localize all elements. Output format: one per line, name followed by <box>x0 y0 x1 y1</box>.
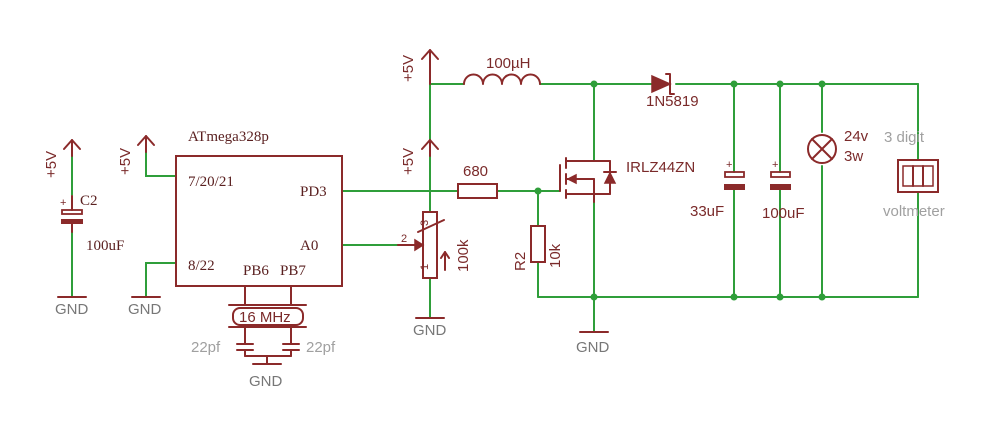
svg-text:+: + <box>772 159 778 171</box>
junction-dot <box>590 80 598 88</box>
svg-text:+5V: +5V <box>400 55 417 82</box>
voltmeter-3-digit: 3 digit voltmeter <box>883 129 945 220</box>
c2-value: 100uF <box>86 238 124 254</box>
svg-text:1: 1 <box>419 264 431 270</box>
voltmeter-label: voltmeter <box>883 203 945 220</box>
mcu-pin-pb7: PB7 <box>280 263 306 279</box>
crystal-cap-right: 22pf <box>306 339 336 356</box>
svg-text:GND: GND <box>128 301 162 318</box>
mosfet-irlz44zn: IRLZ44ZN <box>559 157 695 203</box>
svg-text:+5V: +5V <box>400 148 417 175</box>
mcu-pin-a0: A0 <box>300 238 318 254</box>
lamp-24v-3w: 24v 3w <box>807 128 869 165</box>
supply-symbol-c2: +5V <box>43 139 81 178</box>
svg-text:+: + <box>726 159 732 171</box>
junctions <box>534 80 826 301</box>
mosfet-name: IRLZ44ZN <box>626 159 695 176</box>
svg-text:3: 3 <box>419 220 431 226</box>
svg-text:GND: GND <box>249 373 283 390</box>
capacitor-33uf: + 33uF <box>690 159 745 220</box>
svg-text:R2: R2 <box>512 252 529 271</box>
capacitor-c2: + C2 100uF <box>60 193 124 254</box>
svg-text:10k: 10k <box>547 243 564 268</box>
wires <box>71 59 919 333</box>
supply-symbol-mcu: +5V <box>117 135 155 175</box>
svg-text:680: 680 <box>463 163 488 180</box>
junction-dot <box>590 293 598 301</box>
svg-text:100uF: 100uF <box>762 205 805 222</box>
resistor-r2: R2 10k <box>512 225 564 271</box>
svg-text:GND: GND <box>413 322 447 339</box>
junction-dot <box>776 80 784 88</box>
svg-text:24v: 24v <box>844 128 869 145</box>
mcu-pin-vcc: 7/20/21 <box>188 174 234 190</box>
svg-text:100µH: 100µH <box>486 55 531 72</box>
junction-dot <box>730 80 738 88</box>
resistor-680: 680 <box>457 163 498 199</box>
junction-dot <box>776 293 784 301</box>
supply-symbol-pot: +5V <box>400 139 439 175</box>
mcu-pin-gnd: 8/22 <box>188 258 215 274</box>
svg-text:100k: 100k <box>455 239 472 272</box>
crystal-frequency: 16 MHz <box>239 309 291 326</box>
ground-symbol-mcu: GND <box>128 296 162 318</box>
svg-text:3w: 3w <box>844 148 863 165</box>
voltmeter-title: 3 digit <box>884 129 925 146</box>
ground-symbol-mosfet: GND <box>576 331 610 356</box>
svg-text:1N5819: 1N5819 <box>646 93 699 110</box>
svg-text:2: 2 <box>401 233 407 245</box>
supply-symbol-inductor: +5V <box>400 49 439 85</box>
svg-text:GND: GND <box>55 301 89 318</box>
svg-text:+5V: +5V <box>117 148 134 175</box>
diode-1n5819: 1N5819 <box>646 73 699 110</box>
potentiometer-100k: 2 3 1 100k <box>397 211 472 279</box>
crystal-oscillator: 16 MHz 22pf 22pf <box>191 285 336 365</box>
junction-dot <box>818 293 826 301</box>
ground-symbol-pot: GND <box>413 317 447 339</box>
svg-text:GND: GND <box>576 339 610 356</box>
junction-dot <box>818 80 826 88</box>
c2-name: C2 <box>80 193 98 209</box>
junction-dot <box>534 187 542 195</box>
mcu-atmega328p: ATmega328p 7/20/21 8/22 PD3 A0 PB6 PB7 <box>175 129 343 287</box>
mcu-name: ATmega328p <box>188 129 269 145</box>
inductor-100uh: 100µH <box>463 55 541 85</box>
ground-symbol-c2: GND <box>55 296 89 318</box>
mcu-pin-pd3: PD3 <box>300 184 327 200</box>
ground-symbol-crystal: GND <box>249 363 283 390</box>
capacitor-100uf: + 100uF <box>762 159 805 222</box>
svg-text:+5V: +5V <box>43 151 60 178</box>
svg-text:33uF: 33uF <box>690 203 724 220</box>
mcu-pin-pb6: PB6 <box>243 263 269 279</box>
crystal-cap-left: 22pf <box>191 339 221 356</box>
svg-text:+: + <box>60 197 66 209</box>
junction-dot <box>730 293 738 301</box>
